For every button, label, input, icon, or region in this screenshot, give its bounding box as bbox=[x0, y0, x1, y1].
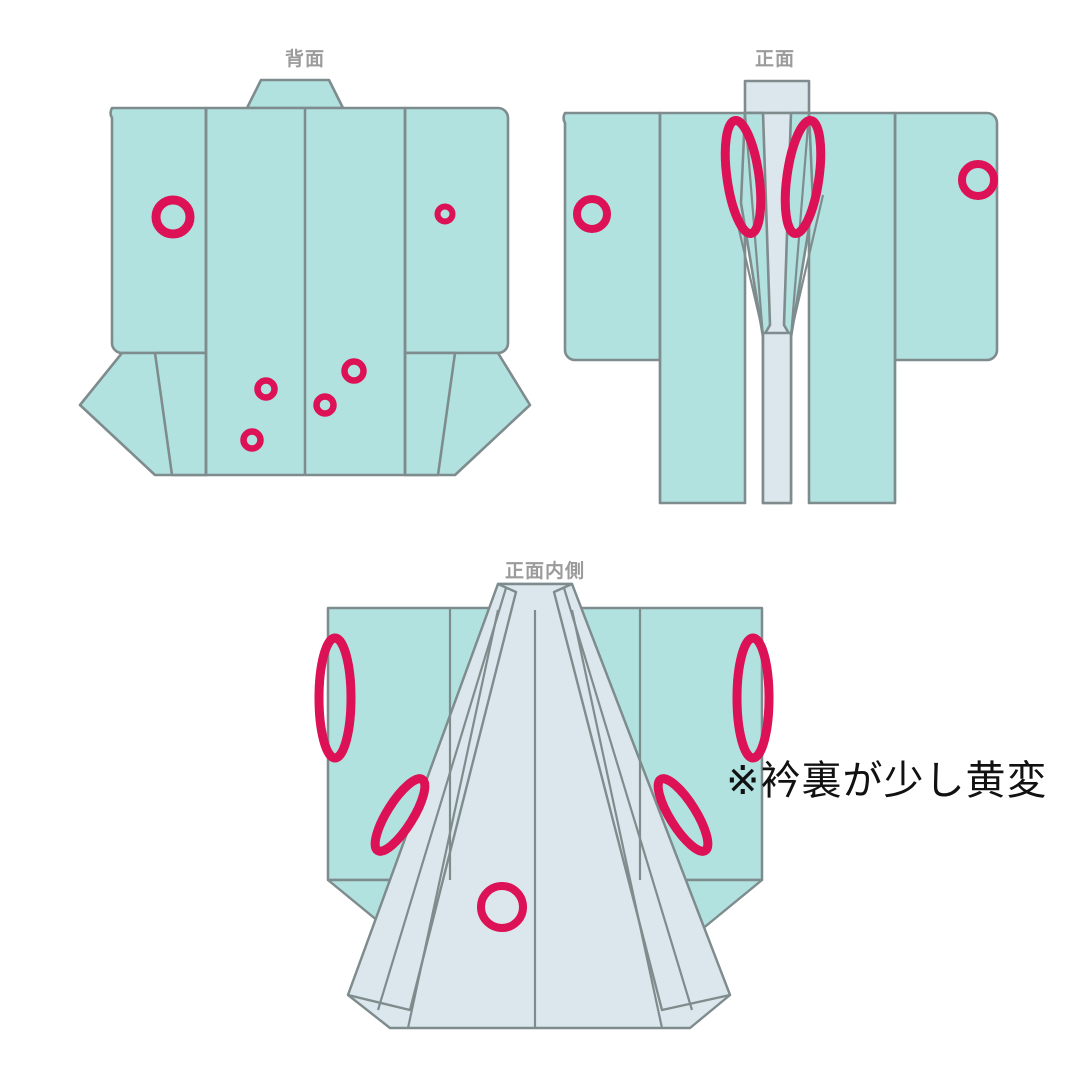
inner-fold-right-b bbox=[562, 587, 694, 1011]
inner-fold-left-a bbox=[406, 609, 500, 1029]
marker-circle-right-sleeve-edge bbox=[434, 203, 456, 225]
back-condition-markers bbox=[151, 195, 456, 452]
front-condition-markers bbox=[573, 116, 998, 238]
kimono-back-view bbox=[78, 78, 532, 477]
front-collar-top bbox=[743, 79, 811, 115]
view-label-front: 正面 bbox=[754, 48, 796, 70]
marker-circle-front-right-sleeve-edge bbox=[958, 160, 998, 200]
marker-ellipse-collar-right bbox=[780, 116, 826, 238]
marker-circle-lower-c bbox=[313, 393, 337, 417]
front-collar-outer-right bbox=[789, 194, 825, 334]
marker-ellipse-inner-collar-lining-left bbox=[370, 774, 430, 856]
marker-circle-lower-a bbox=[254, 377, 278, 401]
inner-seam-lines bbox=[326, 587, 764, 1029]
marker-circle-inner-lower-lining bbox=[477, 882, 527, 932]
back-right-sleeve bbox=[403, 106, 510, 355]
inner-fold-right-a bbox=[570, 609, 664, 1029]
marker-ellipse-inner-collar-lining-right bbox=[653, 774, 713, 856]
inner-collar-lining-right bbox=[552, 582, 732, 1012]
view-label-inner: 正面内側 bbox=[504, 560, 586, 582]
inner-condition-markers bbox=[314, 633, 774, 932]
back-seam-lines bbox=[204, 108, 407, 475]
kimono-front-view bbox=[562, 79, 999, 505]
view-label-back: 背面 bbox=[284, 48, 326, 70]
front-left-body bbox=[658, 111, 747, 505]
inner-body-shapes bbox=[326, 582, 764, 1030]
front-left-sleeve bbox=[562, 111, 662, 362]
front-lower-lining bbox=[761, 331, 793, 505]
marker-circle-lower-b bbox=[240, 428, 264, 452]
marker-circle-lower-d bbox=[341, 358, 367, 384]
inner-fold-left-b bbox=[376, 587, 508, 1011]
marker-ellipse-inner-right-sleeve bbox=[732, 633, 774, 763]
front-right-sleeve bbox=[893, 111, 999, 362]
kimono-inner-view bbox=[314, 582, 774, 1030]
marker-ellipse-inner-left-sleeve bbox=[314, 633, 356, 763]
front-body-shapes bbox=[562, 79, 999, 505]
condition-note: ※衿裏が少し黄変 bbox=[726, 758, 1048, 804]
marker-circle-left-sleeve bbox=[151, 195, 195, 239]
back-collar-trapezoid bbox=[245, 78, 345, 110]
marker-ellipse-collar-left bbox=[720, 116, 766, 238]
marker-circle-front-left-sleeve bbox=[573, 195, 611, 233]
